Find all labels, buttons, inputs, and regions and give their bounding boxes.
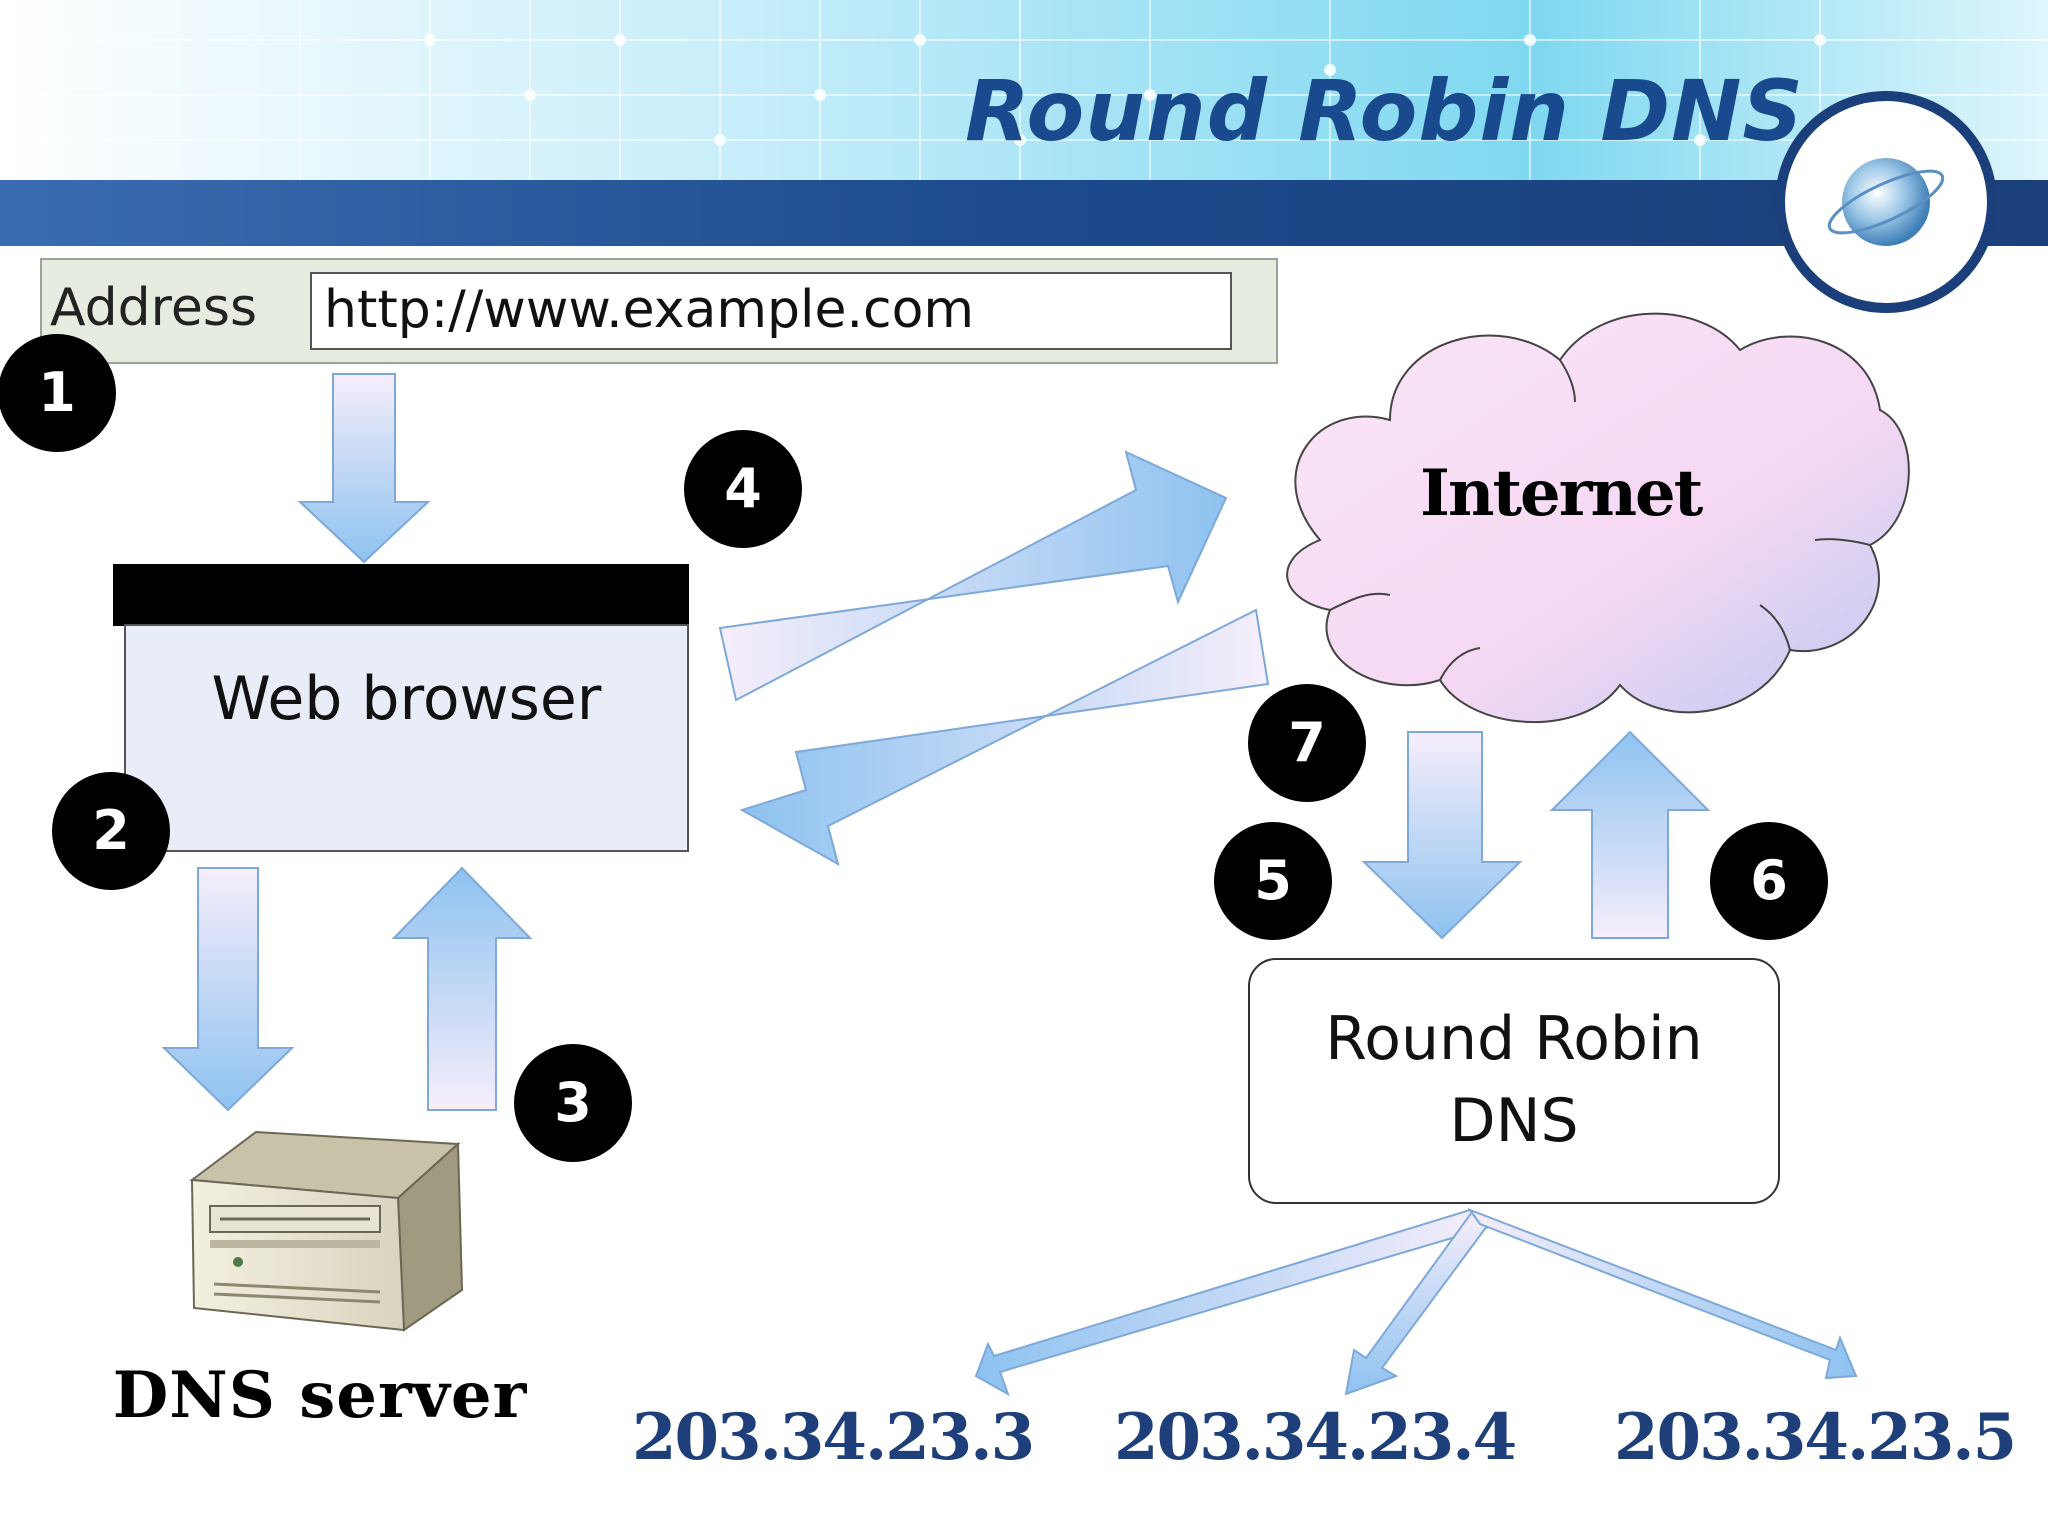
round-robin-dns-line2: DNS (1449, 1086, 1579, 1156)
step-badge-1: 1 (0, 334, 116, 452)
dns-server-label: DNS server (112, 1358, 528, 1433)
browser-label: Web browser (211, 664, 602, 734)
step-badge-3: 3 (514, 1044, 632, 1162)
round-robin-dns-label: Round Robin DNS (1248, 998, 1780, 1162)
round-robin-dns-line1: Round Robin (1325, 1004, 1703, 1074)
step-badge-4: 4 (684, 430, 802, 548)
ip-address-3: 203.34.23.5 (1614, 1400, 2017, 1475)
browser-titlebar (113, 564, 689, 626)
address-field: http://www.example.com (310, 272, 1232, 350)
browser-window (124, 624, 689, 852)
step-badge-7: 7 (1248, 684, 1366, 802)
step-badge-2: 2 (52, 772, 170, 890)
round-robin-dns-box (1248, 958, 1780, 1204)
ip-address-2: 203.34.23.4 (1114, 1400, 1517, 1475)
ip-address-1: 203.34.23.3 (632, 1400, 1035, 1475)
server-icon (189, 1130, 464, 1332)
slide-title: Round Robin DNS (965, 62, 1804, 160)
address-label: Address (50, 278, 258, 338)
step-badge-5: 5 (1214, 822, 1332, 940)
step-badge-6: 6 (1710, 822, 1828, 940)
internet-label: Internet (1420, 456, 1703, 531)
